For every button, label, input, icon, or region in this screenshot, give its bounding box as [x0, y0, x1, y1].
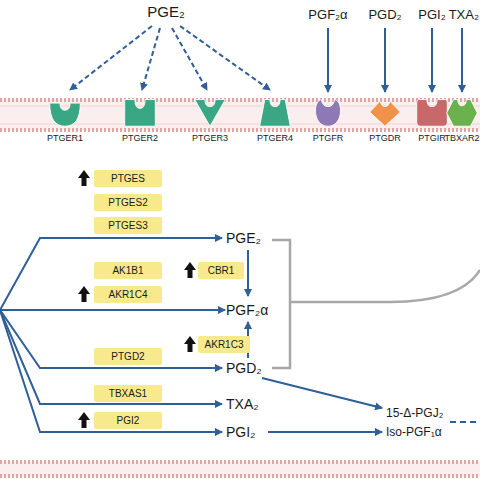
enzyme-name: PGI2 [117, 416, 140, 426]
receptor-name: PTGER4 [257, 134, 293, 143]
ligand-name: PGF₂α [308, 8, 347, 21]
upregulation-arrow [78, 170, 196, 428]
ligand-name: PGI₂ [418, 8, 445, 21]
receptor-name: PTGIR [418, 134, 446, 143]
enzyme-box: CBR1 [198, 262, 244, 279]
metabolite-name: TXA₂ [226, 397, 259, 411]
receptor-shape [368, 96, 402, 128]
cell-membrane [0, 462, 480, 476]
receptor-name: PTGER1 [47, 134, 83, 143]
ligand-name: TXA₂ [449, 8, 479, 21]
enzyme-box: AKR1C3 [198, 336, 250, 353]
metabolite-name: Iso-PGF₁α [386, 426, 442, 438]
enzyme-box: PTGES3 [94, 217, 162, 234]
enzyme-box: PTGD2 [94, 348, 162, 365]
receptor-shape [258, 96, 292, 128]
receptor: PTGDR [368, 96, 402, 128]
receptor-shape [415, 96, 449, 128]
enzyme-box: PGI2 [94, 412, 162, 429]
receptor-name: PTGFR [313, 134, 344, 143]
enzyme-name: CBR1 [208, 266, 235, 276]
receptor-shape [48, 96, 82, 128]
enzyme-name: TBXAS1 [109, 389, 147, 399]
enzyme-name: AKR1C4 [109, 290, 148, 300]
enzyme-box: PTGES [94, 170, 162, 187]
enzyme-box: AKR1C4 [94, 286, 162, 303]
ligand-arrow [70, 26, 270, 90]
receptor-name: PTGDR [369, 134, 401, 143]
receptor-shape [445, 96, 479, 128]
enzyme-name: PTGES [111, 174, 145, 184]
ligand-name: PGE₂ [147, 4, 185, 19]
ligand-name: PGD₂ [368, 8, 401, 21]
metabolite-name: PGF₂α [226, 303, 268, 317]
receptor-name: PTGER3 [192, 134, 228, 143]
metabolite-name: PGI₂ [226, 425, 256, 439]
receptor: PTGFR [311, 96, 345, 128]
enzyme-box: PTGES2 [94, 194, 162, 211]
receptor-name: TBXAR2 [444, 134, 479, 143]
enzyme-name: PTGES2 [108, 198, 147, 208]
metabolite-name: 15-Δ-PGJ₂ [386, 407, 443, 419]
enzyme-name: PTGD2 [111, 352, 144, 362]
enzyme-box: TBXAS1 [94, 385, 162, 402]
cell-membrane [0, 100, 480, 130]
receptor-shape [193, 96, 227, 128]
enzyme-name: AK1B1 [112, 266, 143, 276]
metabolite-name: PGE₂ [226, 231, 261, 245]
metabolite-name: PGD₂ [226, 361, 262, 375]
receptor-name: PTGER2 [122, 134, 158, 143]
receptor: PTGER2 [123, 96, 157, 128]
bracket [272, 240, 480, 368]
receptor: PTGIR [415, 96, 449, 128]
receptor: TBXAR2 [445, 96, 479, 128]
receptor: PTGER3 [193, 96, 227, 128]
ligand-arrow [328, 28, 462, 92]
receptor-shape [311, 96, 345, 128]
receptor: PTGER4 [258, 96, 292, 128]
enzyme-box: AK1B1 [94, 262, 162, 279]
pathway-arrow [0, 238, 480, 432]
enzyme-name: AKR1C3 [205, 340, 244, 350]
enzyme-name: PTGES3 [108, 221, 147, 231]
receptor-shape [123, 96, 157, 128]
receptor: PTGER1 [48, 96, 82, 128]
